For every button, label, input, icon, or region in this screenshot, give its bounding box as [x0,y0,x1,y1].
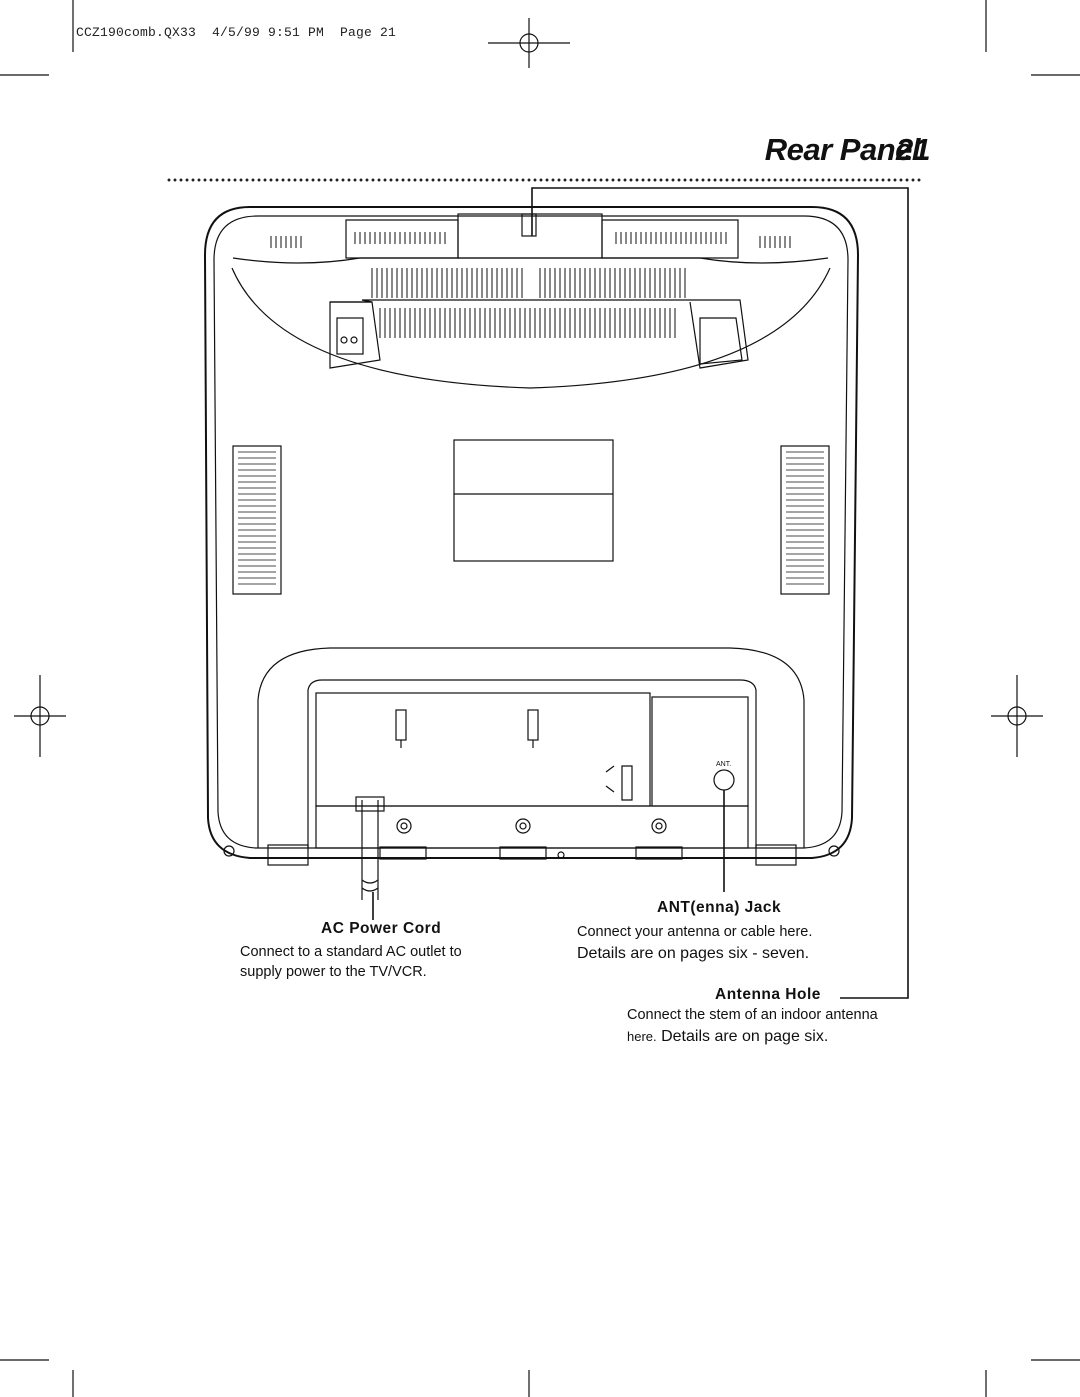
antenna-hole-line2-rest: Details are on page six. [656,1028,829,1045]
antenna-hole-title: Antenna Hole [715,986,821,1003]
antenna-jack-description: Connect your antenna or cable here. Deta… [577,922,877,964]
page-title: Rear Panel [764,132,921,167]
antenna-jack-line1: Connect your antenna or cable here. [577,924,813,940]
antenna-hole-description: Connect the stem of an indoor antenna he… [627,1005,927,1047]
ac-power-cord-description: Connect to a standard AC outlet to suppl… [240,942,530,982]
ac-power-cord-title: AC Power Cord [321,920,442,937]
dotted-rule [166,177,922,183]
antenna-jack-line2: Details are on pages six - seven. [577,945,810,962]
antenna-hole-line2-start: here. [627,1029,657,1044]
ac-power-cord-line1: Connect to a standard AC outlet to [240,944,462,960]
tv-cabinet [203,206,860,900]
leader-lines [372,187,909,999]
antenna-hole-line1: Connect the stem of an indoor antenna [627,1007,878,1023]
print-slug: CCZ190comb.QX33 4/5/99 9:51 PM Page 21 [76,25,397,40]
ac-power-cord-line2: supply power to the TV/VCR. [240,964,427,980]
page-number: 21 [896,132,931,167]
ant-jack-label: ANT. [716,761,731,768]
antenna-jack-title: ANT(enna) Jack [657,899,782,916]
